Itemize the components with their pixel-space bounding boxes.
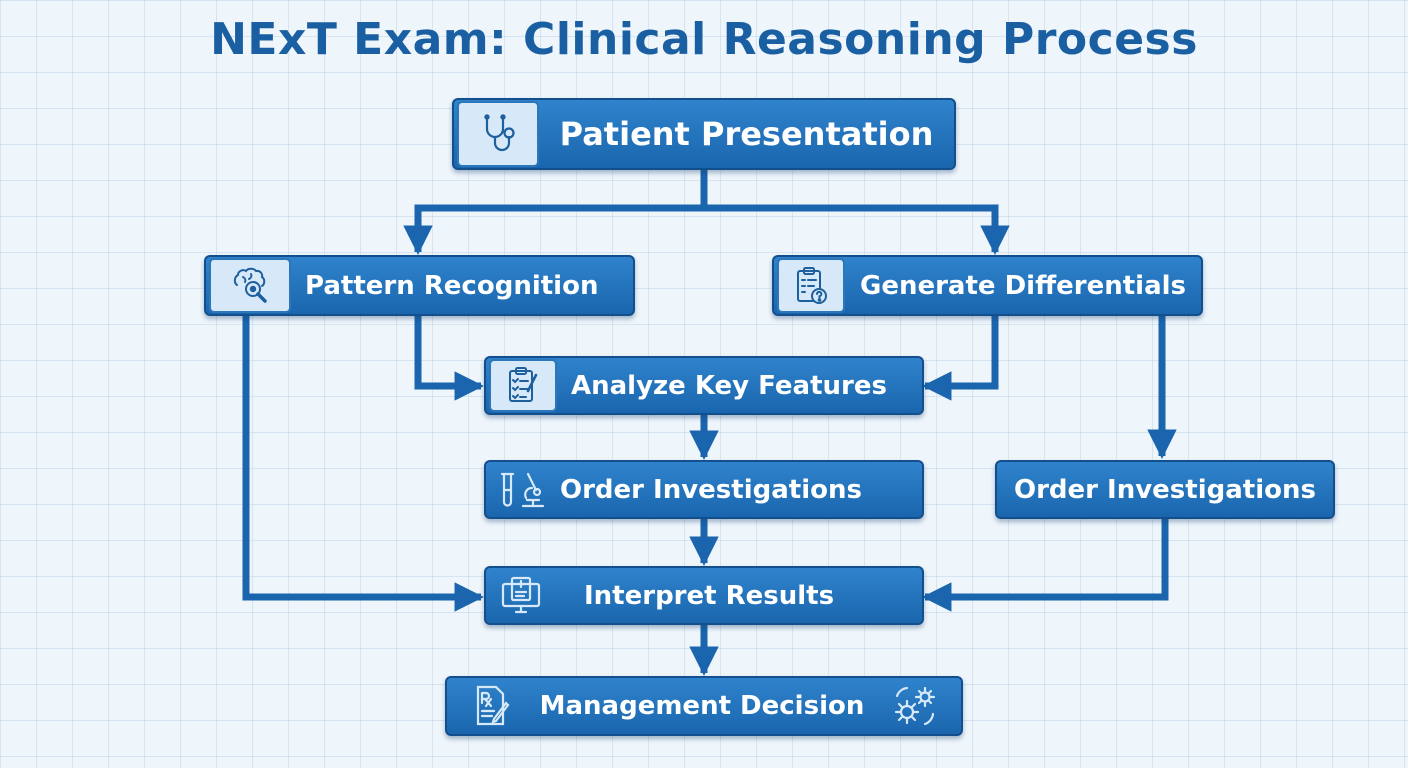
node-management-decision: Management Decision <box>445 676 963 736</box>
node-order-investigations-right: Order Investigations <box>995 460 1335 519</box>
node-label: Pattern Recognition <box>305 270 599 301</box>
page-title: NExT Exam: Clinical Reasoning Process <box>210 14 1198 65</box>
node-pattern-recognition: Pattern Recognition <box>204 255 635 316</box>
clipboard-checklist-icon <box>489 359 557 412</box>
connector-pattern-to-analyze <box>414 316 484 401</box>
node-label: Patient Presentation <box>559 115 934 153</box>
brain-magnifier-icon <box>209 258 291 313</box>
connector-pattern-to-interpret <box>242 316 484 612</box>
node-interpret-results: Interpret Results <box>484 566 924 625</box>
node-label: Interpret Results <box>584 580 835 611</box>
prescription-icon <box>461 681 521 731</box>
node-order-investigations-left: Order Investigations <box>484 460 924 519</box>
connector-order-right-to-interpret <box>922 519 1169 612</box>
node-generate-differentials: Generate Differentials <box>772 255 1203 316</box>
clipboard-question-icon <box>777 258 845 313</box>
node-label: Generate Differentials <box>859 270 1187 301</box>
monitor-report-icon <box>490 571 554 620</box>
gears-icon <box>883 681 947 731</box>
node-label: Order Investigations <box>560 474 862 505</box>
test-tube-microscope-icon <box>490 465 554 514</box>
stethoscope-icon <box>457 101 539 167</box>
connector-to-differentials <box>704 204 1010 255</box>
node-analyze-key-features: Analyze Key Features <box>484 356 924 415</box>
node-label: Management Decision <box>539 691 865 721</box>
node-patient-presentation: Patient Presentation <box>452 98 956 170</box>
connector-differentials-to-analyze <box>922 316 999 401</box>
connector-branch-split <box>403 170 708 255</box>
node-label: Order Investigations <box>1014 474 1316 505</box>
node-label: Analyze Key Features <box>571 370 887 401</box>
